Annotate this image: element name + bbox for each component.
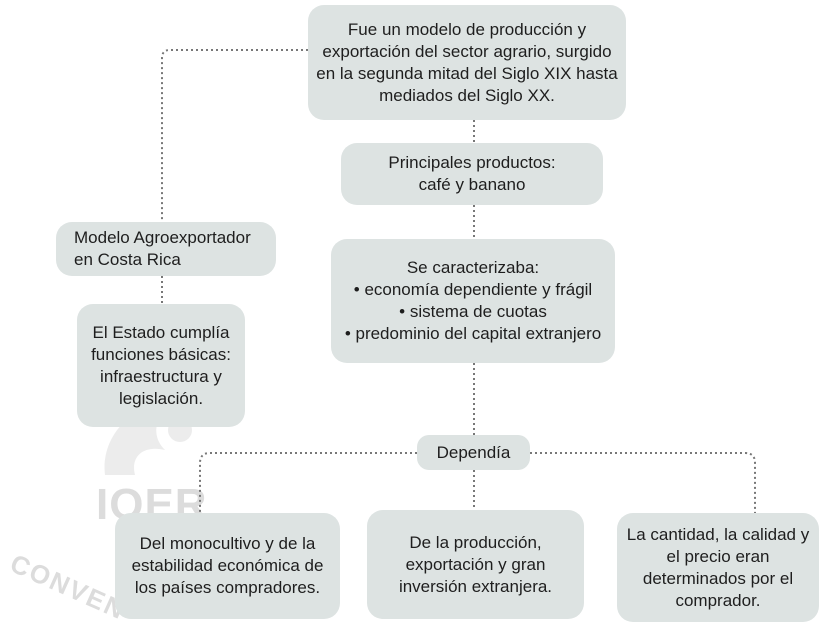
dependence-monoculture-line: Del monocultivo y de la xyxy=(139,534,316,553)
state-role-line: legislación. xyxy=(118,388,204,408)
characteristics-box: Se caracterizaba: • economía dependiente… xyxy=(331,239,615,363)
dependence-monoculture-line: los países compradores. xyxy=(134,578,321,597)
definition-line: en la segunda mitad del Siglo XIX hasta xyxy=(316,63,618,83)
dependence-production-box: De la producción, exportación y gran inv… xyxy=(367,510,584,619)
products-line: Principales productos: xyxy=(388,153,556,172)
dependence-label: Dependía xyxy=(436,442,511,462)
characteristics-line: Se caracterizaba: xyxy=(406,258,540,277)
dependence-monoculture-line: estabilidad económica de xyxy=(131,556,324,575)
dependence-production-line: exportación y gran xyxy=(405,554,546,574)
definition-line: Fue un modelo de producción y xyxy=(347,19,587,39)
title-line: en Costa Rica xyxy=(74,250,181,269)
dependence-buyer-box: La cantidad, la calidad y el precio eran… xyxy=(617,513,819,622)
title-line: Modelo Agroexportador xyxy=(74,228,251,247)
products-box: Principales productos: café y banano xyxy=(341,143,603,205)
characteristics-line: • sistema de cuotas xyxy=(399,302,547,321)
state-role-box: El Estado cumplía funciones básicas: inf… xyxy=(77,304,245,427)
dependence-production-line: inversión extranjera. xyxy=(398,576,553,596)
dependence-buyer-line: La cantidad, la calidad y xyxy=(626,524,810,544)
title-box: Modelo Agroexportador en Costa Rica xyxy=(56,222,276,276)
state-role-line: infraestructura y xyxy=(100,366,222,386)
products-line: café y banano xyxy=(418,175,526,194)
state-role-line: El Estado cumplía xyxy=(92,322,230,342)
definition-box: Fue un modelo de producción y exportació… xyxy=(308,5,626,120)
dependence-buyer-line: comprador. xyxy=(675,590,761,610)
dependence-buyer-line: determinados por el xyxy=(642,568,794,588)
characteristics-line: • economía dependiente y frágil xyxy=(353,280,593,299)
characteristics-line: • predominio del capital extranjero xyxy=(344,324,602,343)
dependence-monoculture-box: Del monocultivo y de la estabilidad econ… xyxy=(115,513,340,619)
definition-line: exportación del sector agrario, surgido xyxy=(322,41,612,61)
dependence-buyer-line: el precio eran xyxy=(666,546,770,566)
dependence-box: Dependía xyxy=(417,435,530,470)
definition-line: mediados del Siglo XX. xyxy=(379,85,555,105)
dependence-production-line: De la producción, xyxy=(409,532,542,552)
state-role-line: funciones básicas: xyxy=(91,344,231,364)
